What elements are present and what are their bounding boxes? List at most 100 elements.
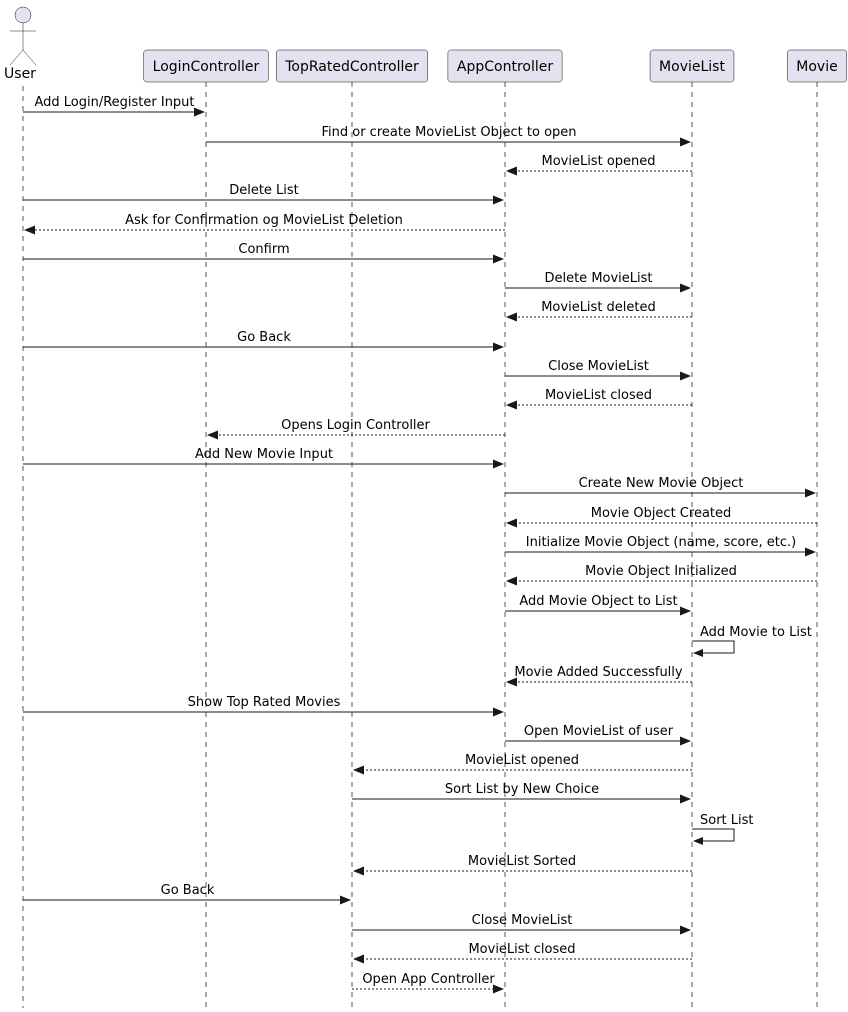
message-label: Movie Object Created	[591, 506, 732, 521]
arrowhead-icon	[680, 371, 691, 381]
self-message-line	[692, 828, 735, 842]
arrowhead-icon	[506, 400, 517, 410]
participant-box-top-rated-controller	[276, 49, 428, 83]
message-24: Sort List by New Choice	[352, 782, 691, 804]
message-label: MovieList Sorted	[468, 854, 576, 869]
arrowhead-icon	[805, 547, 816, 557]
participant-login-controller: LoginController	[143, 49, 269, 83]
participant-label-top-rated-controller: TopRatedController	[284, 59, 419, 75]
participant-movie: Movie	[787, 49, 847, 83]
message-label: Confirm	[238, 242, 289, 257]
arrowhead-icon	[493, 984, 504, 994]
message-label: Close MovieList	[548, 359, 649, 374]
participant-app-controller: AppController	[447, 49, 563, 83]
arrowhead-icon	[353, 954, 364, 964]
message-label: Movie Added Successfully	[514, 665, 683, 680]
message-label: Find or create MovieList Object to open	[321, 125, 576, 140]
arrowhead-icon	[680, 137, 691, 147]
message-11: MovieList closed	[506, 388, 692, 410]
arrowhead-icon	[493, 342, 504, 352]
arrowhead-icon	[506, 576, 517, 586]
arrowhead-icon	[493, 707, 504, 717]
message-29: MovieList closed	[353, 942, 692, 964]
message-19: Add Movie to List	[692, 625, 812, 657]
message-4: Delete List	[23, 183, 504, 205]
message-7: Delete MovieList	[505, 271, 691, 293]
arrowhead-icon	[353, 765, 364, 775]
message-label: MovieList opened	[541, 154, 655, 169]
participant-box-movie	[787, 49, 847, 83]
arrowhead-icon	[805, 488, 816, 498]
self-message-line	[692, 640, 735, 654]
participants: User LoginController TopRatedController App…	[4, 6, 847, 83]
message-14: Create New Movie Object	[505, 476, 816, 498]
message-18: Add Movie Object to List	[505, 594, 691, 616]
message-21: Show Top Rated Movies	[23, 695, 504, 717]
participant-label-movie-list: MovieList	[659, 59, 725, 75]
message-28: Close MovieList	[352, 913, 691, 935]
message-6: Confirm	[23, 242, 504, 264]
arrowhead-icon	[506, 166, 517, 176]
participant-label-app-controller: AppController	[457, 59, 553, 75]
arrowhead-icon	[340, 895, 351, 905]
arrowhead-icon	[693, 649, 703, 657]
message-label: Delete List	[229, 183, 299, 198]
message-10: Close MovieList	[505, 359, 691, 381]
message-2: Find or create MovieList Object to open	[206, 125, 691, 147]
participant-box-movie-list	[649, 49, 735, 83]
message-27: Go Back	[23, 883, 351, 905]
arrowhead-icon	[493, 195, 504, 205]
arrowhead-icon	[680, 606, 691, 616]
message-label: Add Movie Object to List	[519, 594, 677, 609]
arrowhead-icon	[506, 518, 517, 528]
actor-head-icon	[14, 6, 32, 24]
arrowhead-icon	[194, 107, 205, 117]
message-26: MovieList Sorted	[353, 854, 692, 876]
message-label: Go Back	[237, 330, 291, 345]
message-15: Movie Object Created	[506, 506, 817, 528]
message-label: MovieList closed	[545, 388, 652, 403]
message-1: Add Login/Register Input	[23, 95, 205, 117]
message-23: MovieList opened	[353, 753, 692, 775]
message-30: Open App Controller	[352, 972, 504, 994]
message-label: Movie Object Initialized	[585, 564, 737, 579]
arrowhead-icon	[493, 459, 504, 469]
message-12: Opens Login Controller	[207, 418, 505, 440]
participant-box-app-controller	[447, 49, 563, 83]
arrowhead-icon	[680, 925, 691, 935]
message-label: Delete MovieList	[544, 271, 652, 286]
message-label: MovieList closed	[468, 942, 575, 957]
arrowhead-icon	[207, 430, 218, 440]
participant-movie-list: MovieList	[649, 49, 735, 83]
message-3: MovieList opened	[506, 154, 692, 176]
message-25: Sort List	[692, 813, 754, 845]
participant-label-login-controller: LoginController	[153, 59, 260, 75]
message-label: Show Top Rated Movies	[188, 695, 341, 710]
participant-label-user: User	[4, 66, 36, 82]
arrowhead-icon	[680, 736, 691, 746]
message-16: Initialize Movie Object (name, score, et…	[505, 535, 816, 557]
lifelines	[22, 82, 818, 1008]
message-13: Add New Movie Input	[23, 447, 504, 469]
arrowhead-icon	[680, 283, 691, 293]
message-label: Opens Login Controller	[281, 418, 430, 433]
message-label: Sort List	[700, 813, 754, 828]
message-20: Movie Added Successfully	[506, 665, 692, 687]
message-label: MovieList opened	[465, 753, 579, 768]
arrowhead-icon	[353, 866, 364, 876]
message-label: Initialize Movie Object (name, score, et…	[526, 535, 796, 550]
actor-right-leg-icon	[22, 49, 37, 66]
participant-label-movie: Movie	[796, 59, 837, 75]
arrowhead-icon	[680, 794, 691, 804]
actor-user: User	[4, 6, 37, 82]
participant-box-login-controller	[143, 49, 269, 83]
message-22: Open MovieList of user	[505, 724, 691, 746]
message-5: Ask for Confirmation og MovieList Deleti…	[24, 213, 505, 235]
arrowhead-icon	[24, 225, 35, 235]
message-17: Movie Object Initialized	[506, 564, 817, 586]
message-label: Add Login/Register Input	[34, 95, 194, 110]
message-label: Add Movie to List	[700, 625, 812, 640]
message-label: Ask for Confirmation og MovieList Deleti…	[125, 213, 403, 228]
